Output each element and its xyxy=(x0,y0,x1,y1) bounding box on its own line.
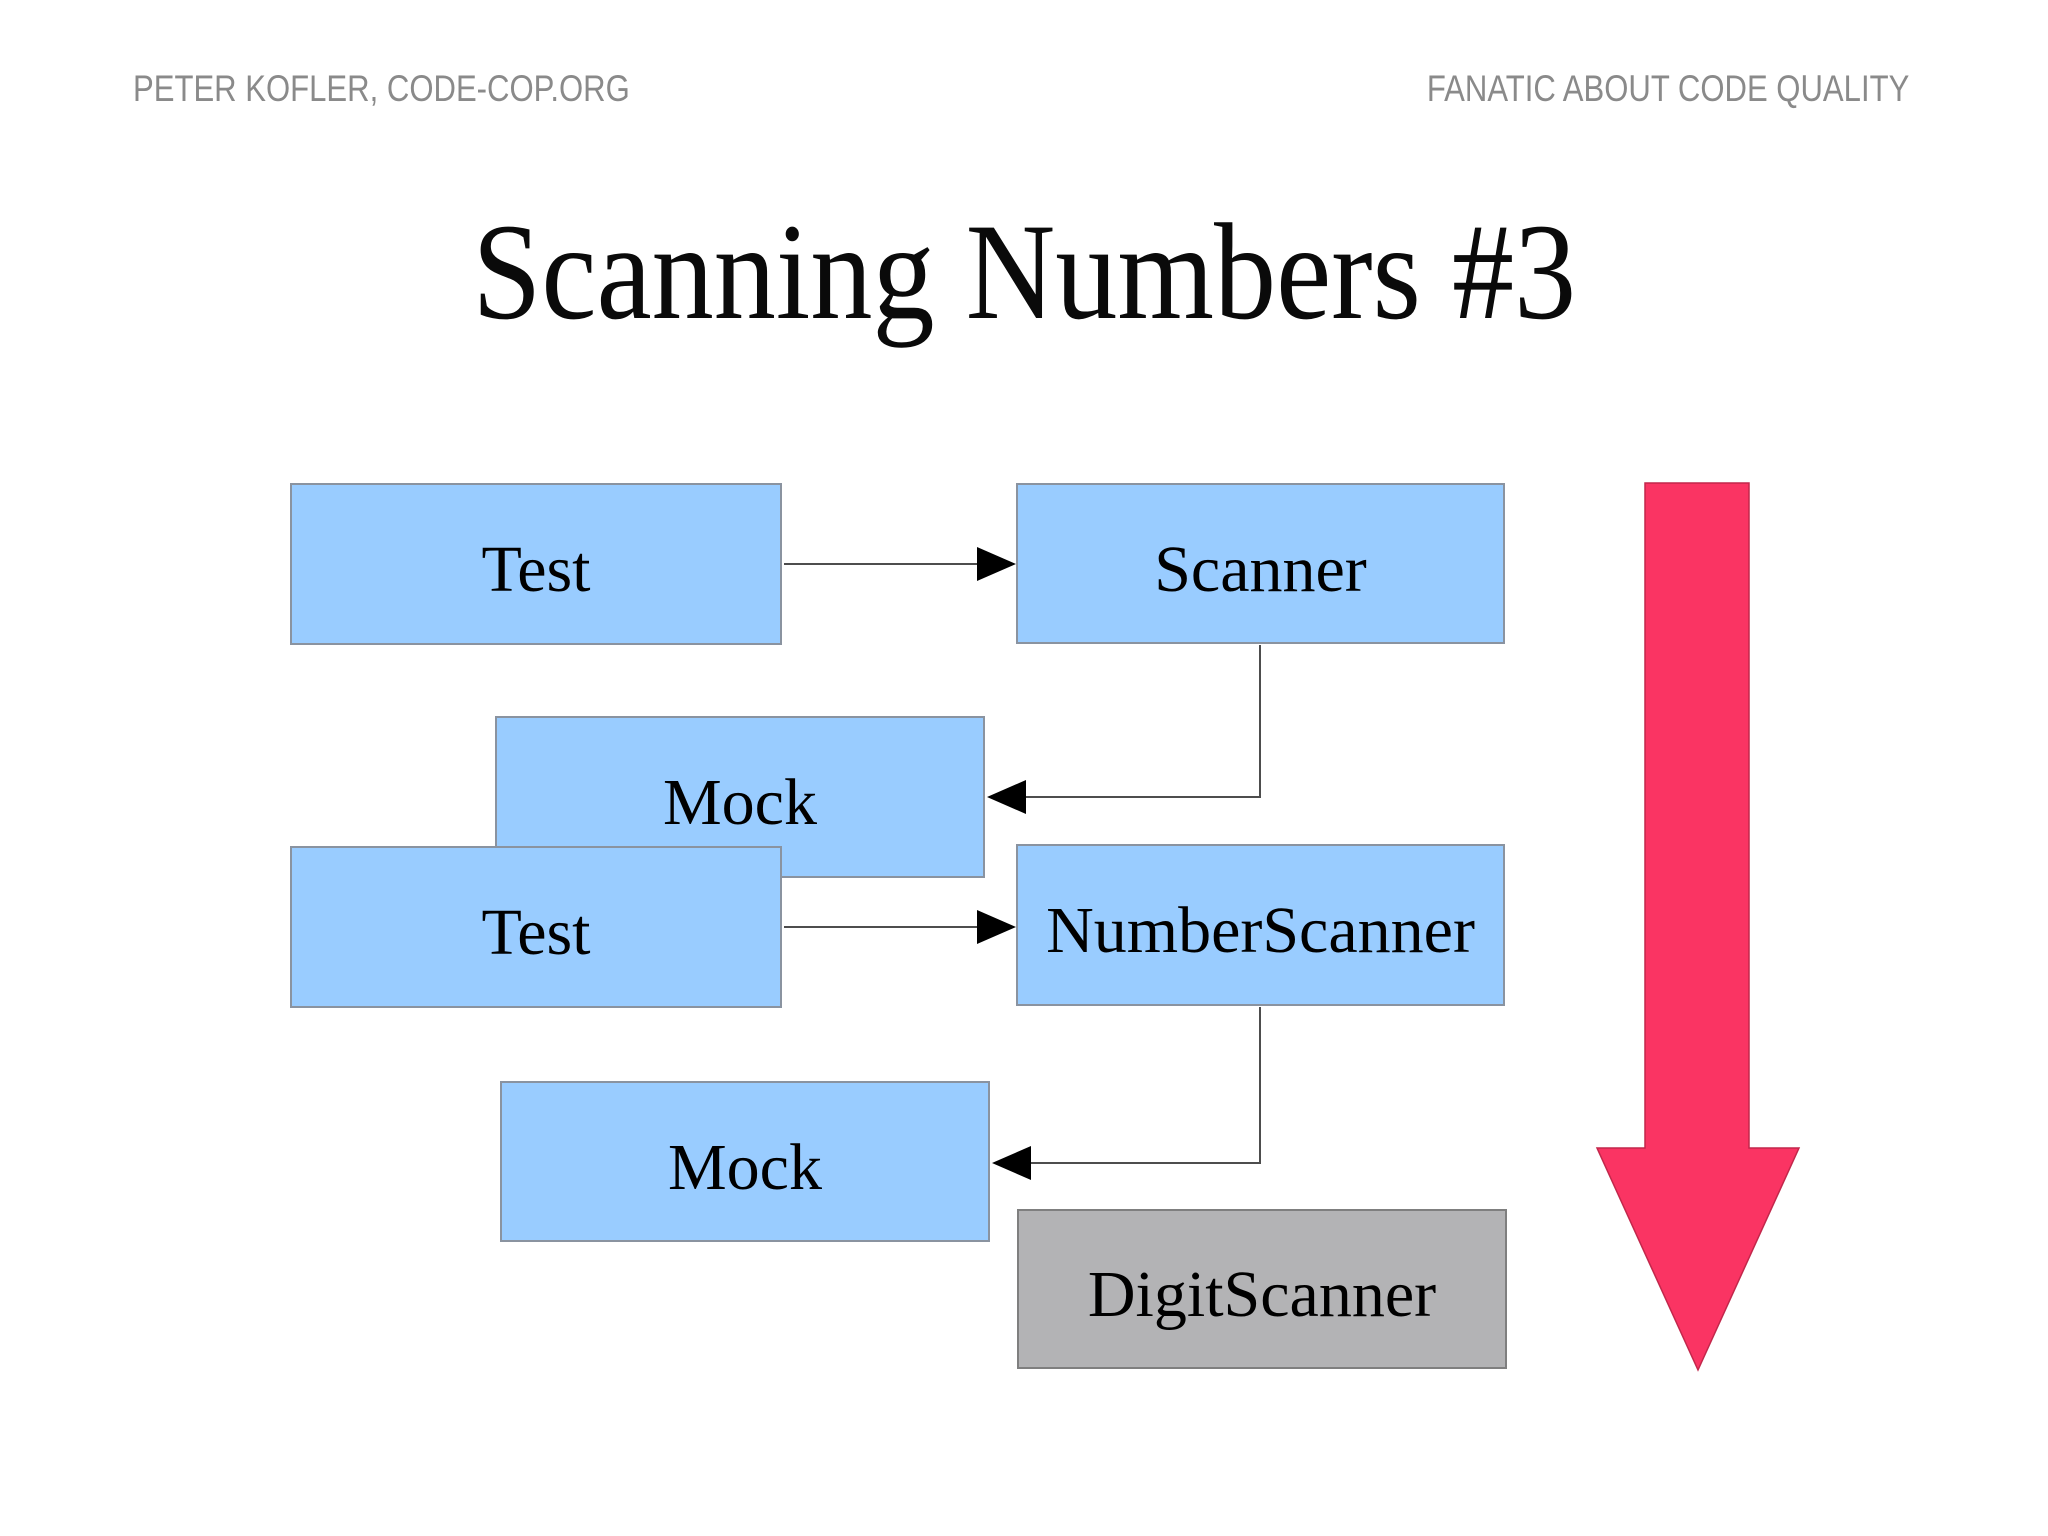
node-mock-2: Mock xyxy=(500,1081,990,1242)
node-digit-scanner-label: DigitScanner xyxy=(1087,1258,1437,1331)
node-test-1-label: Test xyxy=(481,533,591,606)
node-test-2-label: Test xyxy=(481,896,591,969)
header-tagline: FANATIC ABOUT CODE QUALITY xyxy=(1426,68,1909,109)
node-number-scanner: NumberScanner xyxy=(1016,844,1505,1006)
node-scanner: Scanner xyxy=(1016,483,1505,644)
node-scanner-label: Scanner xyxy=(1154,532,1367,606)
node-mock-2-label: Mock xyxy=(668,1130,822,1204)
node-digit-scanner: DigitScanner xyxy=(1017,1209,1507,1369)
node-test-2: Test xyxy=(290,846,782,1008)
flow-down-arrow-icon xyxy=(1595,482,1801,1372)
arrowhead-scanner-to-mock1-icon xyxy=(987,780,1026,814)
node-mock-1-label: Mock xyxy=(663,766,817,839)
title-container: Scanning Numbers #3 xyxy=(0,193,2048,352)
node-test-1: Test xyxy=(290,483,782,645)
connector-scanner-to-mock1 xyxy=(1022,645,1261,798)
slide-title: Scanning Numbers #3 xyxy=(472,195,1576,348)
connector-numberscanner-to-mock2 xyxy=(1028,1007,1261,1164)
node-number-scanner-label: NumberScanner xyxy=(1046,894,1475,967)
arrowhead-test2-to-numberscanner-icon xyxy=(977,910,1016,944)
arrowhead-test1-to-scanner-icon xyxy=(977,547,1016,581)
arrowhead-numberscanner-to-mock2-icon xyxy=(992,1146,1031,1180)
header-author: PETER KOFLER, CODE-COP.ORG xyxy=(133,68,630,109)
